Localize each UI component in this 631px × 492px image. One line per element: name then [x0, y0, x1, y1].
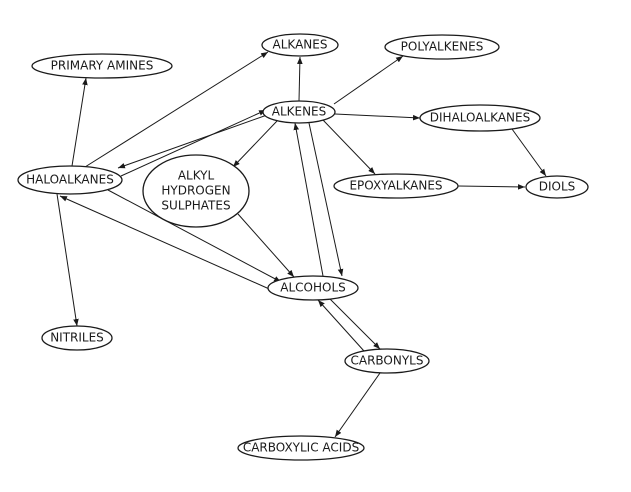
- node-haloalkanes: HALOALKANES: [17, 165, 123, 195]
- arrow-alkenes-to-alkanes: [297, 56, 303, 102]
- arrow-epoxyalkanes-to-diols: [457, 184, 526, 190]
- arrow-haloalkanes-to-alcohols: [107, 189, 282, 283]
- node-alkanes: ALKANES: [261, 33, 339, 57]
- node-label-nitriles: NITRILES: [50, 331, 104, 345]
- node-alcohols: ALCOHOLS: [267, 275, 359, 301]
- arrow-alkenes-to-alkyl-hydrogen-sulphates: [232, 120, 278, 168]
- arrow-haloalkanes-to-alkenes: [120, 109, 267, 177]
- arrow-alkenes-to-dihaloalkanes: [334, 113, 421, 121]
- arrow-alkenes-to-polyalkenes: [333, 55, 404, 105]
- node-label-dihaloalkanes: DIHALOALKANES: [430, 111, 530, 125]
- node-label-epoxyalkanes: EPOXYALKANES: [349, 179, 442, 193]
- arrow-carbonyls-to-alcohols: [317, 299, 365, 352]
- node-label-carboxylic-acids: CARBOXYLIC ACIDS: [243, 441, 359, 455]
- node-label-alkanes: ALKANES: [273, 38, 328, 52]
- node-label-carbonyls: CARBONYLS: [350, 354, 423, 368]
- arrow-haloalkanes-to-primary-amines: [71, 77, 88, 167]
- node-alkyl-hydrogen-sulphates: ALKYL HYDROGEN SULPHATES: [142, 154, 250, 228]
- node-label-hydrogen: HYDROGEN: [161, 184, 230, 198]
- node-label-alkyl: ALKYL: [178, 169, 215, 183]
- node-label-polyalkenes: POLYALKENES: [401, 40, 484, 54]
- node-epoxyalkanes: EPOXYALKANES: [333, 173, 459, 199]
- node-label-primary-amines: PRIMARY AMINES: [51, 59, 154, 73]
- arrow-dihaloalkanes-to-diols: [511, 128, 547, 177]
- arrow-alkenes-to-haloalkanes: [117, 114, 268, 169]
- arrow-alkenes-to-alcohols: [308, 122, 344, 277]
- arrow-alcohols-to-haloalkanes: [59, 195, 277, 293]
- node-polyalkenes: POLYALKENES: [384, 34, 500, 60]
- node-label-diols: DIOLS: [539, 180, 576, 194]
- node-nitriles: NITRILES: [41, 325, 113, 351]
- node-dihaloalkanes: DIHALOALKANES: [419, 104, 541, 132]
- arrow-alcohols-to-alkenes: [293, 122, 324, 277]
- node-alkenes: ALKENES: [262, 100, 336, 124]
- edge-layer: [56, 51, 547, 438]
- node-primary-amines: PRIMARY AMINES: [31, 53, 173, 79]
- node-label-alcohols: ALCOHOLS: [280, 281, 346, 295]
- node-label-alkenes: ALKENES: [272, 105, 327, 119]
- node-diols: DIOLS: [525, 175, 589, 199]
- arrow-alkyl-hydrogen-sulphates-to-alcohols: [237, 213, 295, 278]
- arrow-haloalkanes-to-alkanes: [84, 51, 269, 168]
- node-carboxylic-acids: CARBOXYLIC ACIDS: [237, 435, 365, 461]
- arrow-alkenes-to-epoxyalkanes: [322, 119, 376, 175]
- arrow-haloalkanes-to-nitriles: [56, 193, 79, 327]
- node-label-haloalkanes: HALOALKANES: [26, 173, 114, 187]
- node-label-sulphates: SULPHATES: [161, 199, 230, 213]
- node-carbonyls: CARBONYLS: [344, 348, 430, 374]
- arrow-carbonyls-to-carboxylic-acids: [334, 372, 381, 438]
- arrow-alcohols-to-carbonyls: [329, 298, 381, 350]
